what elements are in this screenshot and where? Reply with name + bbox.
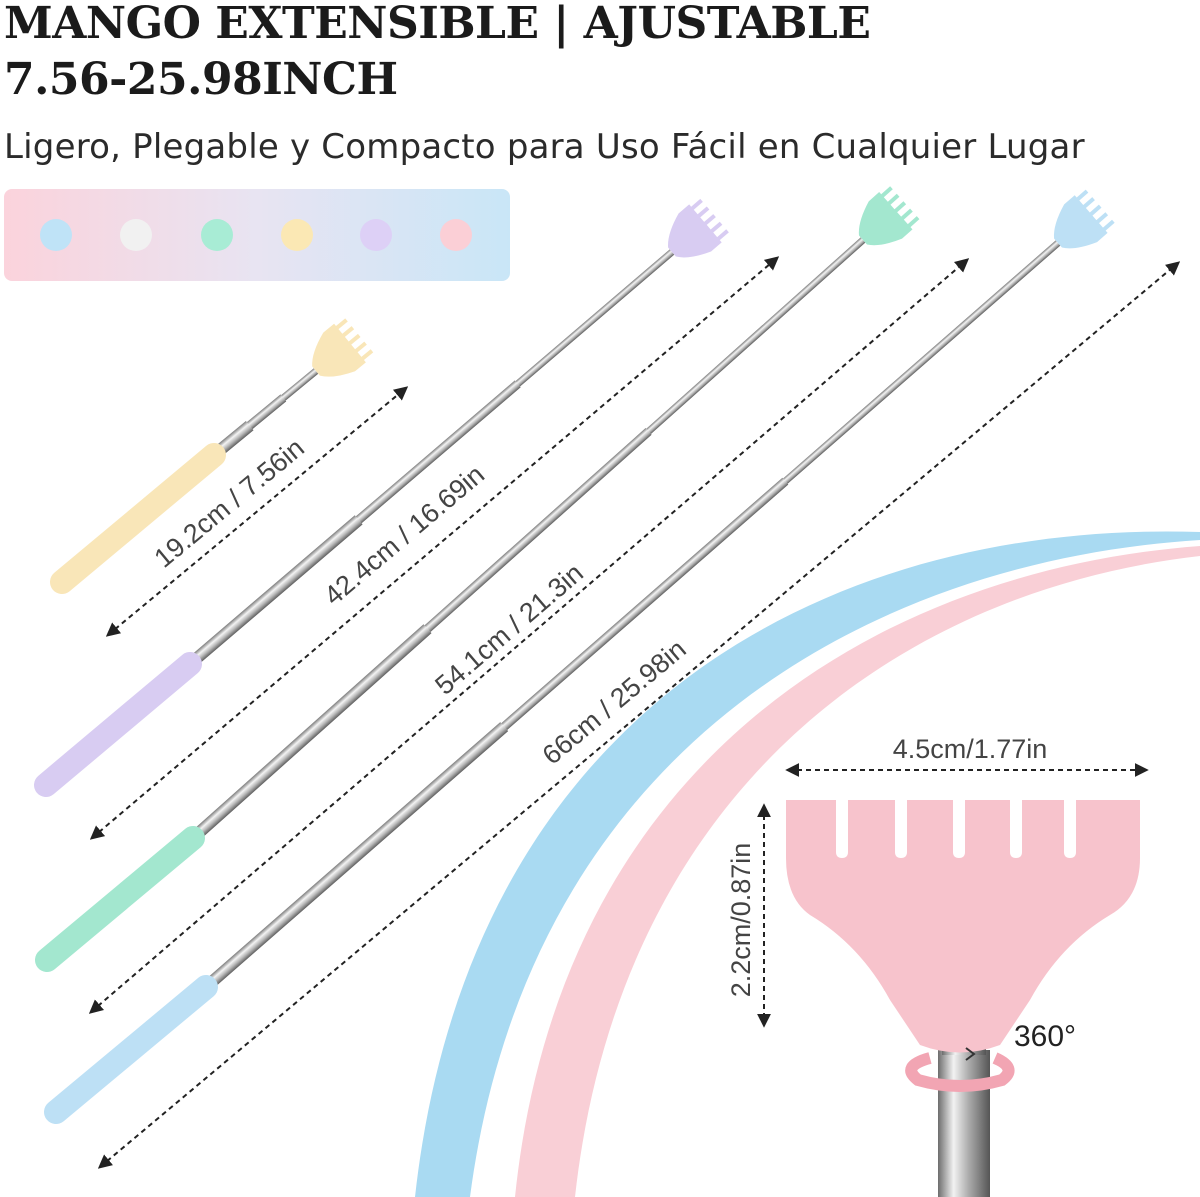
rotation-arrow-icon	[965, 1047, 976, 1061]
page-title: MANGO EXTENSIBLE | AJUSTABLE 7.56-25.98I…	[4, 0, 871, 105]
color-swatch	[281, 219, 313, 251]
color-swatch	[40, 219, 72, 251]
length-dimension-line	[97, 261, 1181, 1169]
detail-head	[786, 800, 1140, 1053]
handle	[44, 975, 218, 1124]
scratcher-head-detail: 360° 4.5cm/1.77in 2.2cm/0.87in	[726, 734, 1149, 1197]
color-swatch	[440, 219, 472, 251]
height-label: 2.2cm/0.87in	[726, 843, 756, 998]
scratcher-head	[1053, 189, 1115, 249]
rotation-icon	[905, 1052, 1015, 1092]
page-subtitle: Ligero, Plegable y Compacto para Uso Fác…	[4, 127, 1085, 167]
telescopic-shaft	[210, 368, 319, 460]
color-swatch	[360, 219, 392, 251]
detail-shaft	[938, 1050, 990, 1197]
color-swatch	[201, 219, 233, 251]
back-scratcher-4: 66cm / 25.98in	[44, 189, 1181, 1169]
handle	[34, 652, 202, 797]
scratcher-head	[668, 198, 729, 258]
scratcher-head	[858, 186, 920, 246]
rotation-label: 360°	[1014, 1020, 1076, 1053]
color-swatch	[120, 219, 152, 251]
width-label: 4.5cm/1.77in	[893, 734, 1048, 764]
handle	[35, 826, 205, 972]
color-swatch-panel	[4, 189, 510, 281]
